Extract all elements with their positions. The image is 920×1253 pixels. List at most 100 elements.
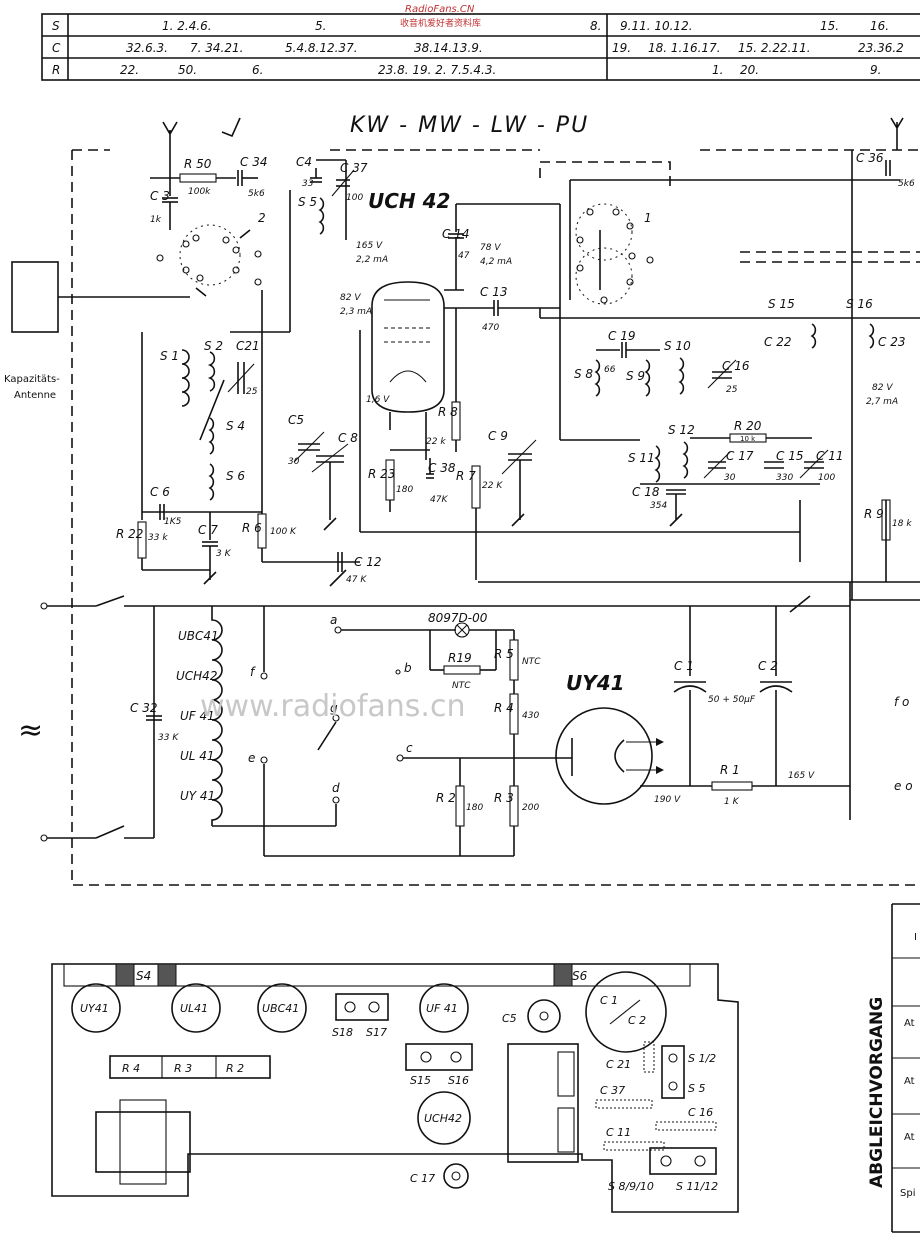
alignment-row-3: At — [904, 1132, 915, 1143]
wafer-switch-1a[interactable] — [575, 203, 633, 261]
c36-label: C 36 — [856, 151, 884, 165]
layout-tube-ul41 — [171, 983, 221, 1033]
s1-label-s: S 1 — [160, 349, 179, 363]
rect-voltage: 190 V — [654, 795, 681, 805]
c36-value: 5k6 — [898, 179, 915, 189]
layout-sw-s12: S 1/2 — [688, 1052, 716, 1065]
r1-value: 1 K — [724, 797, 740, 807]
c5-label: C5 — [288, 413, 304, 427]
s5-label: S 5 — [298, 195, 317, 209]
layout-pin-s17: S17 — [366, 1026, 387, 1039]
oscillator-input: C4 33 C 37 100 S 5 — [296, 155, 368, 240]
c-cell-4: 38.14.13.9. — [414, 41, 483, 55]
uch42-plate-current: 4,2 mA — [480, 257, 512, 267]
c37-label: C 37 — [340, 161, 368, 175]
layout-c1-c2 — [585, 971, 667, 1053]
s-cell-6: 16. — [870, 19, 889, 33]
layout-c17 — [443, 1163, 469, 1189]
layout-switch-s8-s11 — [649, 1147, 717, 1175]
if-current: 2,7 mA — [866, 397, 898, 407]
s2-coil — [207, 351, 216, 392]
mains-section: ≈ C 32 33 K — [18, 595, 850, 842]
c6-label: C 6 — [150, 485, 170, 499]
s16-label: S 16 — [846, 297, 873, 311]
antenna-icon — [162, 117, 241, 160]
r3-value: 200 — [522, 803, 539, 813]
c18-label: C 18 — [632, 485, 660, 499]
r-cell-3: 6. — [252, 63, 263, 77]
c18-value: 354 — [650, 501, 667, 511]
c-cell-8: 23.36.2 — [858, 41, 904, 55]
terminal-eo: e o — [894, 779, 913, 793]
c23-label: C 23 — [878, 335, 905, 349]
c12-value: 47 K — [346, 575, 367, 585]
heater-string: UBC41 UCH42 UF 41 UL 41 UY 41 f e g d — [176, 606, 340, 856]
layout-coil-s6: S6 — [572, 969, 588, 983]
layout-pin-s16: S16 — [448, 1074, 469, 1087]
r20-value: 10 k — [740, 435, 756, 443]
uch42-screen-voltage: 165 V — [356, 241, 383, 251]
s9-label: S 9 — [626, 369, 645, 383]
c-cell-5: 19. — [612, 41, 631, 55]
row-key-r: R — [52, 63, 60, 77]
layout-c37-label: C 37 — [600, 1084, 625, 1097]
c15-label: C 15 — [776, 449, 803, 463]
r50-value: 100k — [188, 187, 211, 197]
c-cell-3: 5.4.8.12.37. — [285, 41, 358, 55]
uy41-rectifier: UY41 — [514, 671, 690, 805]
s5-coil — [318, 197, 325, 235]
watermark: www.radiofans.cn — [200, 689, 465, 724]
layout-tube-uy41 — [71, 983, 121, 1033]
r6-label: R 6 — [242, 521, 262, 535]
s15-coil — [810, 323, 817, 349]
layout-sw-s5: S 5 — [688, 1082, 705, 1095]
layout-tube-uf41 — [419, 983, 469, 1033]
s10-coil — [678, 357, 685, 395]
c1-label: C 1 — [674, 659, 694, 673]
c17-label: C 17 — [726, 449, 754, 463]
terminal-g: g — [330, 701, 338, 715]
uch42-label: UCH 42 — [368, 189, 450, 213]
c-cell-1: 32.6.3. — [126, 41, 168, 55]
layout-c5 — [527, 999, 561, 1033]
s6-label: S 6 — [226, 469, 245, 483]
r-cell-2: 50. — [178, 63, 197, 77]
c-cell-6: 18. 1.16.17. — [648, 41, 721, 55]
heater-uch42: UCH42 — [176, 669, 217, 683]
layout-c1-label: C 1 — [600, 994, 618, 1007]
c6-value: 1K5 — [164, 517, 182, 527]
r4-value: 430 — [522, 711, 539, 721]
c34-value: 5k6 — [248, 189, 265, 199]
alignment-title: ABGLEICHVORGANG — [867, 997, 887, 1188]
c8-label: C 8 — [338, 431, 358, 445]
s-cell-1: 1. 2.4.6. — [162, 19, 212, 33]
terminal-d: d — [332, 781, 340, 795]
c-cell-7: 15. 2.22.11. — [738, 41, 811, 55]
input-section: R 50 100k C 34 5k6 C 3 1k 2 S 1 S 2 S 4 … — [116, 155, 381, 587]
r2-value: 180 — [466, 803, 483, 813]
c15-value: 330 — [776, 473, 793, 483]
r5-label: R 5 — [494, 647, 514, 661]
r6-value: 100 K — [270, 527, 297, 537]
r1-resistor — [711, 781, 753, 791]
mains-symbol: ≈ — [18, 713, 43, 748]
wafer-switch-2[interactable] — [179, 224, 241, 286]
r4-label: R 4 — [494, 701, 514, 715]
alignment-row-1: At — [904, 1018, 915, 1029]
c13-value: 470 — [482, 323, 499, 333]
r-cell-1: 22. — [120, 63, 139, 77]
if-voltage: 82 V — [872, 383, 893, 393]
s-cell-3: 8. — [590, 19, 601, 33]
c12-label: C 12 — [354, 555, 381, 569]
layout-tube-ul41-label: UL41 — [180, 1002, 208, 1015]
switch-1-frame — [539, 161, 671, 190]
wafer-switch-1b[interactable] — [575, 247, 633, 305]
c-cell-2: 7. 34.21. — [190, 41, 243, 55]
heater-uy41: UY 41 — [180, 789, 215, 803]
r-cell-5: 1. — [712, 63, 723, 77]
r-cell-4: 23.8. 19. 2. 7.5.4.3. — [378, 63, 496, 77]
terminal-a: a — [330, 613, 337, 627]
c11-value: 100 — [818, 473, 835, 483]
heater-uf41: UF 41 — [180, 709, 215, 723]
